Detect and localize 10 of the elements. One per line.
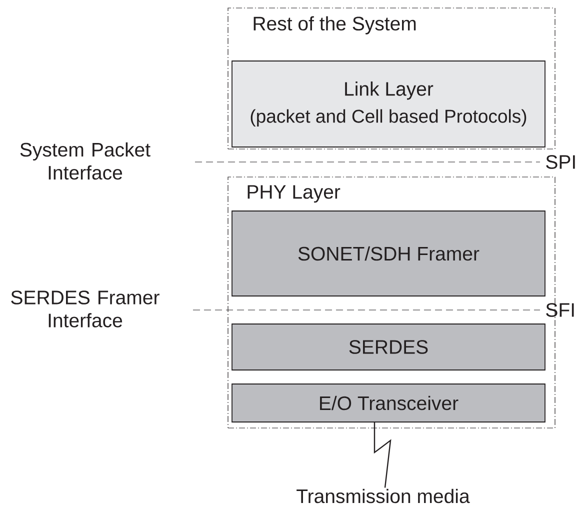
interface-label: SPI xyxy=(546,155,575,169)
layer-box: E/O Transceiver xyxy=(232,384,546,422)
interface-label: SERDES Framer Interface xyxy=(11,290,160,328)
lightning-line xyxy=(374,422,392,488)
media-label: Transmission media xyxy=(296,488,470,504)
layer-box: SERDES xyxy=(232,324,546,370)
layer-box: SONET/SDH Framer xyxy=(232,210,546,296)
interface-label: System Packet Interface xyxy=(20,142,150,180)
layer-box: Link Layer (packet and Cell based Protocols) xyxy=(232,60,546,148)
interface-label: SFI xyxy=(546,303,574,317)
